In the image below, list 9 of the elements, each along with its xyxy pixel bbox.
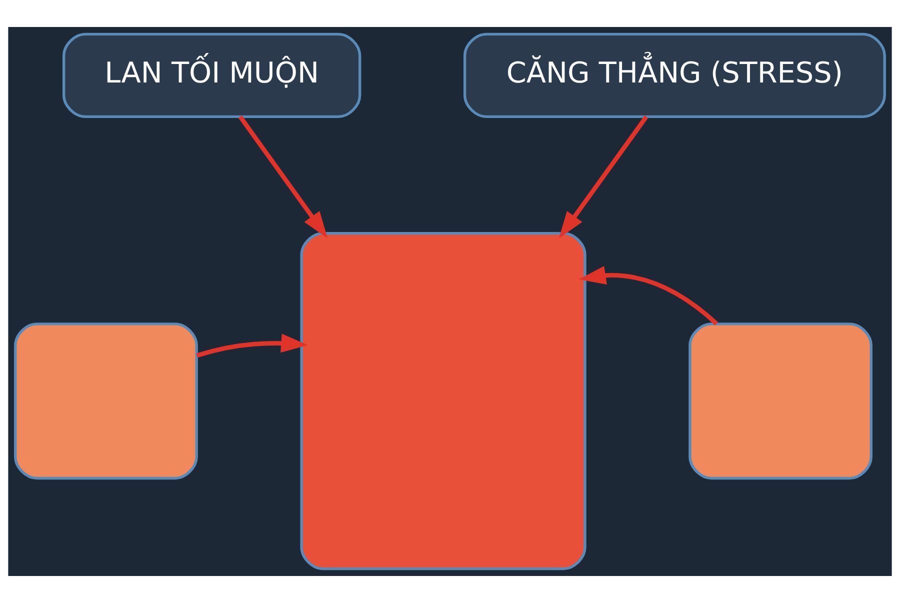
arrow xyxy=(558,115,648,238)
node-box xyxy=(688,322,873,480)
node-box xyxy=(300,232,586,570)
arrow xyxy=(238,115,328,238)
arrow xyxy=(196,334,308,358)
node-box: CĂNG THẲNG (STRESS) xyxy=(463,32,886,118)
node-box xyxy=(14,322,198,480)
arrow xyxy=(578,266,718,326)
node-box: LAN TỐI MUỘN xyxy=(62,32,362,118)
